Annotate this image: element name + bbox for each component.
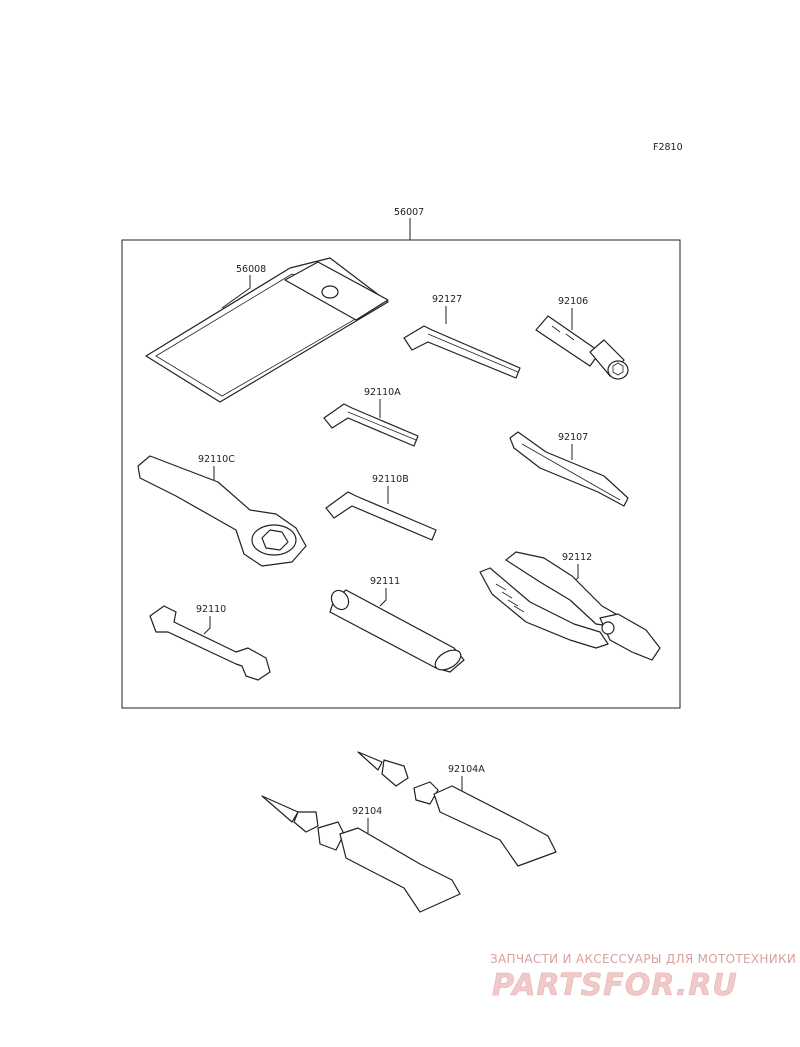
ring-wrench-92110c: 92110C [137, 454, 307, 567]
open-wrench-92110: 92110 [149, 604, 271, 681]
label-92104a[interactable]: 92104A [448, 764, 485, 775]
label-92110a[interactable]: 92110A [364, 387, 401, 398]
tool-kit-group: 56007 [121, 207, 681, 709]
hex-wrench-92127: 92127 [403, 294, 521, 379]
label-92110b[interactable]: 92110B [372, 474, 409, 485]
pliers-92112: 92112 [479, 551, 661, 661]
watermark-brand: PARTSFOR.RU [492, 968, 738, 1003]
pliers-pivot [601, 621, 615, 635]
label-92107[interactable]: 92107 [558, 432, 588, 443]
screwdriver-92107: 92107 [509, 431, 629, 507]
label-56007[interactable]: 56007 [394, 207, 424, 218]
grease-tube-92104a: 92104A [357, 751, 557, 867]
figure-code: F2810 [653, 142, 683, 153]
label-92112[interactable]: 92112 [562, 552, 592, 563]
socket-bit-92106: 92106 [535, 296, 629, 380]
socket-bit-body [535, 315, 601, 367]
extension-bar-92111: 92111 [329, 576, 465, 673]
grease-tube-a-nozzle [357, 751, 383, 771]
leader-56008 [221, 275, 251, 309]
grease-tube-body [339, 827, 461, 913]
extension-bar-shape [329, 589, 465, 673]
hex-wrench-92110a: 92110A [323, 387, 419, 447]
label-92106[interactable]: 92106 [558, 296, 588, 307]
open-wrench-shape [149, 605, 271, 681]
grease-tube-nozzle [261, 795, 299, 823]
pliers-jaw [599, 613, 661, 661]
hex-wrench-large-shape [403, 325, 521, 379]
tool-bag-body [145, 257, 389, 403]
pliers-lower-handle [479, 567, 609, 649]
tool-bag-snap [321, 285, 339, 299]
hex-wrench-b-shape [325, 491, 437, 541]
watermark: ЗАПЧАСТИ И АКСЕССУАРЫ ДЛЯ МОТОТЕХНИКИ PA… [490, 952, 796, 1003]
label-92111[interactable]: 92111 [370, 576, 400, 587]
grease-tube-a-body [433, 785, 557, 867]
hex-wrench-a-shape [323, 403, 419, 447]
label-92110c[interactable]: 92110C [198, 454, 235, 465]
tool-bag: 56008 [145, 257, 389, 403]
hex-wrench-92110b: 92110B [325, 474, 437, 541]
label-92104[interactable]: 92104 [352, 806, 382, 817]
tool-kit-frame [121, 239, 681, 709]
label-92110[interactable]: 92110 [196, 604, 226, 615]
label-92127[interactable]: 92127 [432, 294, 462, 305]
grease-tube-92104: 92104 [261, 795, 461, 913]
label-56008[interactable]: 56008 [236, 264, 266, 275]
watermark-tagline: ЗАПЧАСТИ И АКСЕССУАРЫ ДЛЯ МОТОТЕХНИКИ [490, 952, 796, 966]
